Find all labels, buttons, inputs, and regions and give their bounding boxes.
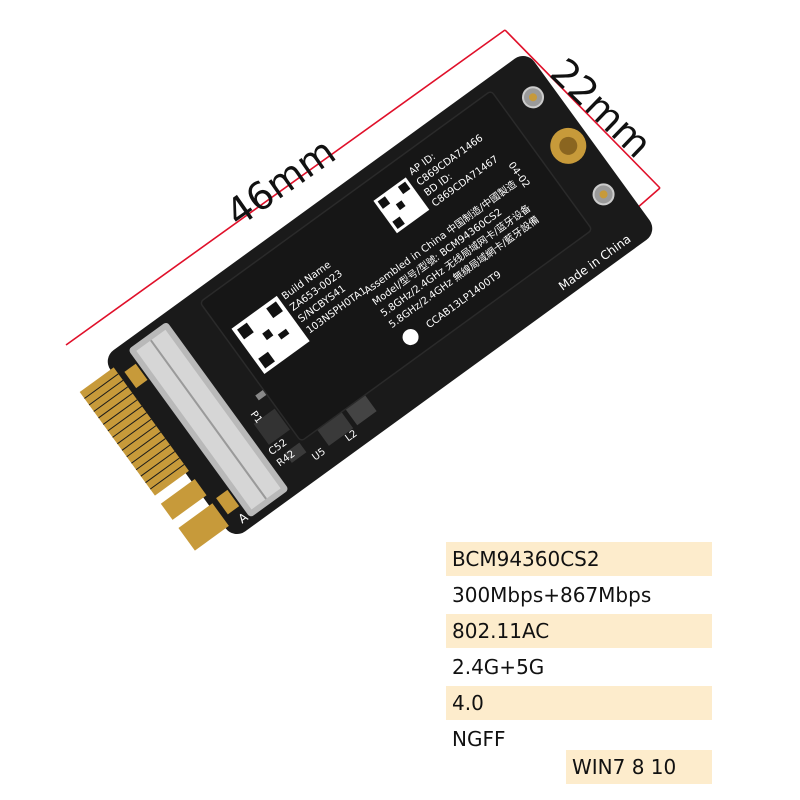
- spec-interface-text: NGFF: [452, 727, 506, 751]
- antenna-connectors: [522, 86, 615, 206]
- qr-code-build: [231, 295, 310, 375]
- spec-chip-text: BCM94360CS2: [452, 547, 600, 571]
- gold-connector: [79, 367, 229, 551]
- qr-code-id: [373, 177, 430, 234]
- socket-connector: [124, 322, 288, 517]
- spec-interface: NGFF: [446, 722, 712, 756]
- spec-bluetooth: 4.0: [446, 686, 712, 720]
- spec-band: 2.4G+5G: [446, 650, 712, 684]
- wifi-module: Build Name ZA653-0023 S/NCBYS41 103NSPH0…: [200, 91, 592, 441]
- spec-band-text: 2.4G+5G: [452, 655, 545, 679]
- spec-standard-text: 802.11AC: [452, 619, 550, 643]
- spec-speed-text: 300Mbps+867Mbps: [452, 583, 652, 607]
- adapter-board: Wireless card to A/E key M.2 NGFF Adapte…: [79, 55, 653, 551]
- spec-standard: 802.11AC: [446, 614, 712, 648]
- spec-bluetooth-text: 4.0: [452, 691, 484, 715]
- spec-speed: 300Mbps+867Mbps: [446, 578, 712, 612]
- bluetooth-logo-icon: [402, 329, 419, 346]
- spec-os: WIN7 8 10: [566, 750, 712, 784]
- spec-chip: BCM94360CS2: [446, 542, 712, 576]
- spec-os-text: WIN7 8 10: [572, 755, 677, 779]
